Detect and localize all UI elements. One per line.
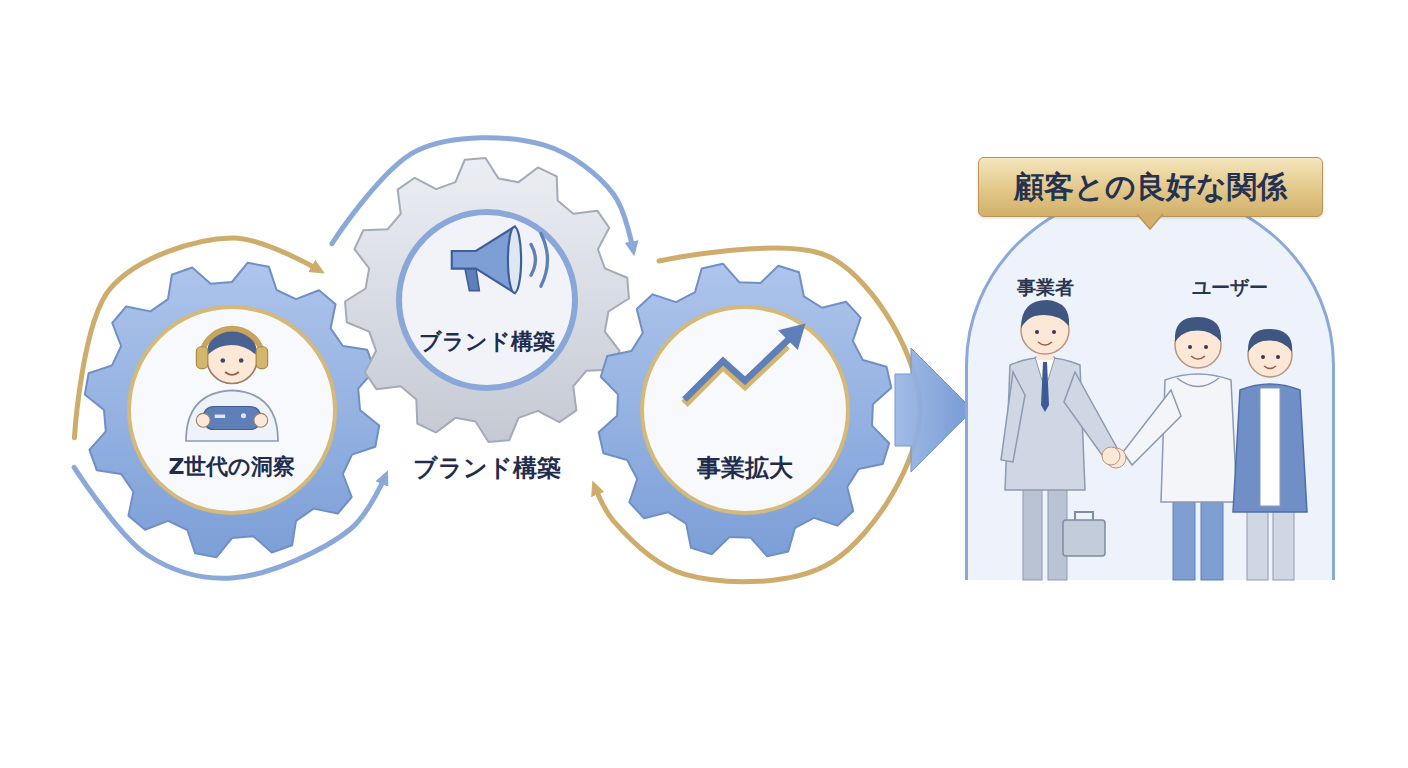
gear-shape xyxy=(595,260,895,560)
role-label: 事業者 xyxy=(1017,276,1074,299)
free-label-holder: ブランド構築 xyxy=(413,454,561,483)
gear-node: 事業拡大 xyxy=(595,260,895,560)
role-label: ユーザー xyxy=(1192,276,1268,299)
gear-teeth xyxy=(85,263,379,557)
gear-teeth xyxy=(599,264,892,557)
gear-label: 事業拡大 xyxy=(697,454,793,483)
gear-icon xyxy=(452,227,548,293)
gear-hub xyxy=(642,307,848,513)
gear-icon xyxy=(685,324,806,404)
flow-arrow xyxy=(895,348,973,472)
callout-box: 顧客との良好な関係 xyxy=(978,157,1323,217)
role-label-holder: ユーザー xyxy=(1192,276,1268,299)
gear-icon xyxy=(186,329,278,441)
free-label: ブランド構築 xyxy=(413,454,561,483)
callout-tail xyxy=(1137,214,1163,230)
gear-hub xyxy=(399,212,575,388)
gear-teeth xyxy=(345,158,629,442)
gear-node: ブランド構築 xyxy=(342,155,632,445)
callout-title: 顧客との良好な関係 xyxy=(1014,169,1287,205)
people-figures xyxy=(1001,300,1307,580)
gear-node: Z世代の洞察 xyxy=(82,260,382,560)
arch-outline xyxy=(967,190,1334,580)
gear-label: ブランド構築 xyxy=(419,329,555,355)
cycle-arrow xyxy=(595,248,921,582)
relationship-panel: 事業者 ユーザー xyxy=(965,190,1335,580)
role-label-holder: 事業者 xyxy=(1017,276,1074,299)
gear-hub xyxy=(129,307,335,513)
gear-label: Z世代の洞察 xyxy=(169,454,296,480)
gear-shape xyxy=(82,260,382,560)
gear-shape xyxy=(342,155,632,445)
arch-fill xyxy=(967,190,1334,580)
arch-shape xyxy=(965,190,1335,580)
